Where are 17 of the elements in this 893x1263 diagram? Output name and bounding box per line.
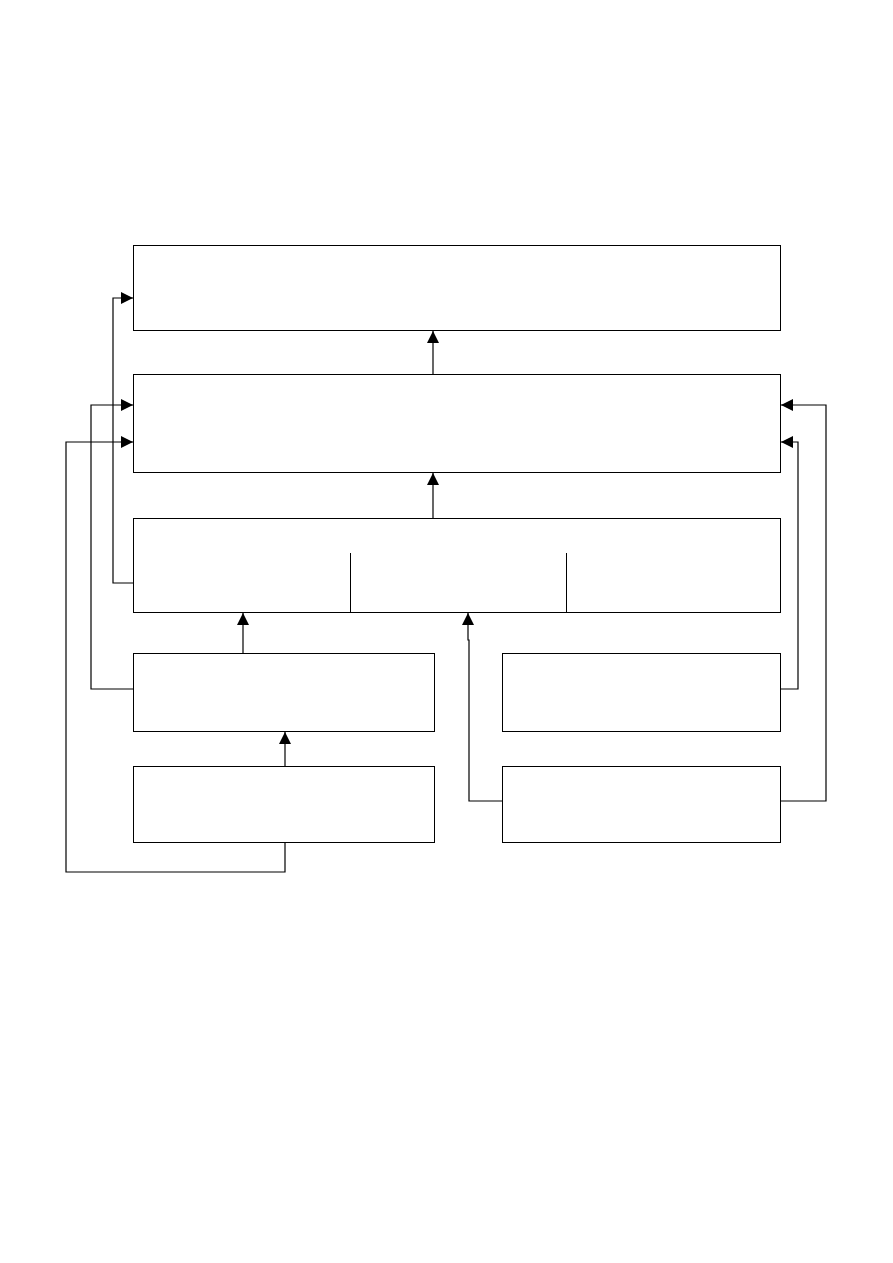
empty-box (133, 374, 781, 473)
arrow (427, 330, 439, 375)
arrow (427, 472, 439, 519)
empty-box (502, 766, 781, 843)
arrow (780, 399, 827, 802)
empty-box (133, 518, 781, 613)
arrow (780, 436, 799, 690)
arrow (65, 436, 286, 873)
arrow (112, 292, 134, 584)
arrow (90, 399, 134, 690)
empty-box (133, 245, 781, 331)
empty-box (133, 653, 435, 732)
empty-box (133, 766, 435, 843)
arrow (462, 612, 503, 802)
empty-box (502, 653, 781, 732)
arrow (279, 731, 291, 767)
arrow (237, 612, 249, 654)
